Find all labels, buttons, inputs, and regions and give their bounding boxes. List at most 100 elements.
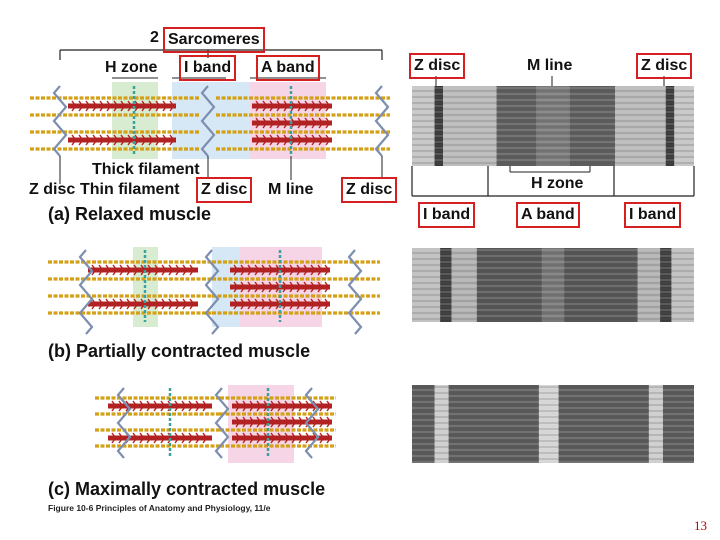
micrograph-band [412,385,435,463]
thick-filament-head [324,304,329,310]
thick-filament-head [282,281,287,287]
thick-filament-head [155,134,160,140]
thick-filament-head [275,304,280,310]
thick-filament-head [261,298,266,304]
z-disc-right [374,85,390,157]
thick-filament-head [284,422,289,428]
thick-filament-head [268,281,273,287]
thick-filament-head [276,106,281,112]
thick-filament-head [112,270,117,276]
thick-filament-head [111,438,116,444]
thick-filament-head [133,298,138,304]
thick-filament-head [324,270,329,276]
thick-filament-head [254,287,259,293]
em-relaxed [412,86,694,166]
thick-filament-head [255,117,260,123]
thick-filament-head [78,106,83,112]
thick-filament-head [161,304,166,310]
thick-filament-head [304,106,309,112]
thick-filament-head [304,123,309,129]
thick-filament-head [240,281,245,287]
thick-filament-head [71,100,76,106]
thick-filament-head [282,298,287,304]
thick-filament-head [235,422,240,428]
thick-filament-head [169,140,174,146]
thick-filament-head [254,270,259,276]
thick-filament-head [118,432,123,438]
thick-filament-head [310,287,315,293]
thick-filament-head [282,287,287,293]
thick-filament-head [233,287,238,293]
thick-filament-head [290,140,295,146]
thick-filament-head [261,270,266,276]
thick-filament-head [233,270,238,276]
thick-filament-head [120,100,125,106]
thick-filament-head [304,100,309,106]
thick-filament-head [240,287,245,293]
thick-filament-head [168,270,173,276]
thick-filament-head [106,106,111,112]
thick-filament-head [289,264,294,270]
m-line-label: M line [268,181,314,198]
thick-filament-head [174,432,179,438]
thick-filament-head [153,438,158,444]
thick-filament-head [147,304,152,310]
thick-filament-head [111,406,116,412]
thick-filament-head [168,264,173,270]
thick-filament-head [249,438,254,444]
thick-filament-head [268,270,273,276]
thick-filament-head [317,298,322,304]
thick-filament-head [324,264,329,270]
thick-filament-head [263,416,268,422]
thick-filament-head [240,304,245,310]
thick-filament-head [155,100,160,106]
thick-filament-head [118,438,123,444]
thick-filament-head [132,400,137,406]
thick-filament-head [277,438,282,444]
thick-filament-head [269,117,274,123]
thick-filament-head [141,106,146,112]
thick-filament-head [106,134,111,140]
thick-filament-head [188,432,193,438]
thick-filament-head [326,406,331,412]
thick-filament-head [255,123,260,129]
thick-filament-head [91,304,96,310]
thick-filament-head [189,270,194,276]
thick-filament-head [291,438,296,444]
page-number: 13 [694,518,707,533]
thick-filament-head [140,264,145,270]
thick-filament-head [92,134,97,140]
thick-filament-head [255,140,260,146]
thick-filament-head [262,140,267,146]
thick-filament-head [153,400,158,406]
em-partially-contracted [412,248,694,322]
thick-filament-head [181,400,186,406]
thick-filament-head [85,134,90,140]
thick-filament-head [92,106,97,112]
thick-filament-head [298,406,303,412]
thick-filament-head [256,438,261,444]
thick-filament-head [284,416,289,422]
thick-filament-head [318,134,323,140]
thick-filament-head [254,264,259,270]
thick-filament-head [303,298,308,304]
thick-filament-head [304,140,309,146]
thick-filament-head [317,281,322,287]
thick-filament-head [195,406,200,412]
thick-filament-head [233,281,238,287]
thick-filament-head [148,134,153,140]
thick-filament-head [276,123,281,129]
thick-filament-head [168,304,173,310]
thick-filament-head [112,304,117,310]
thick-filament-head [304,134,309,140]
thick-filament-head [305,406,310,412]
thick-filament-head [325,117,330,123]
thick-filament-head [289,287,294,293]
thick-filament-head [268,298,273,304]
thick-filament-head [283,117,288,123]
thick-filament-head [242,400,247,406]
thick-filament-head [148,140,153,146]
thick-filament-head [105,298,110,304]
thick-filament-head [174,400,179,406]
thick-filament-head [119,304,124,310]
